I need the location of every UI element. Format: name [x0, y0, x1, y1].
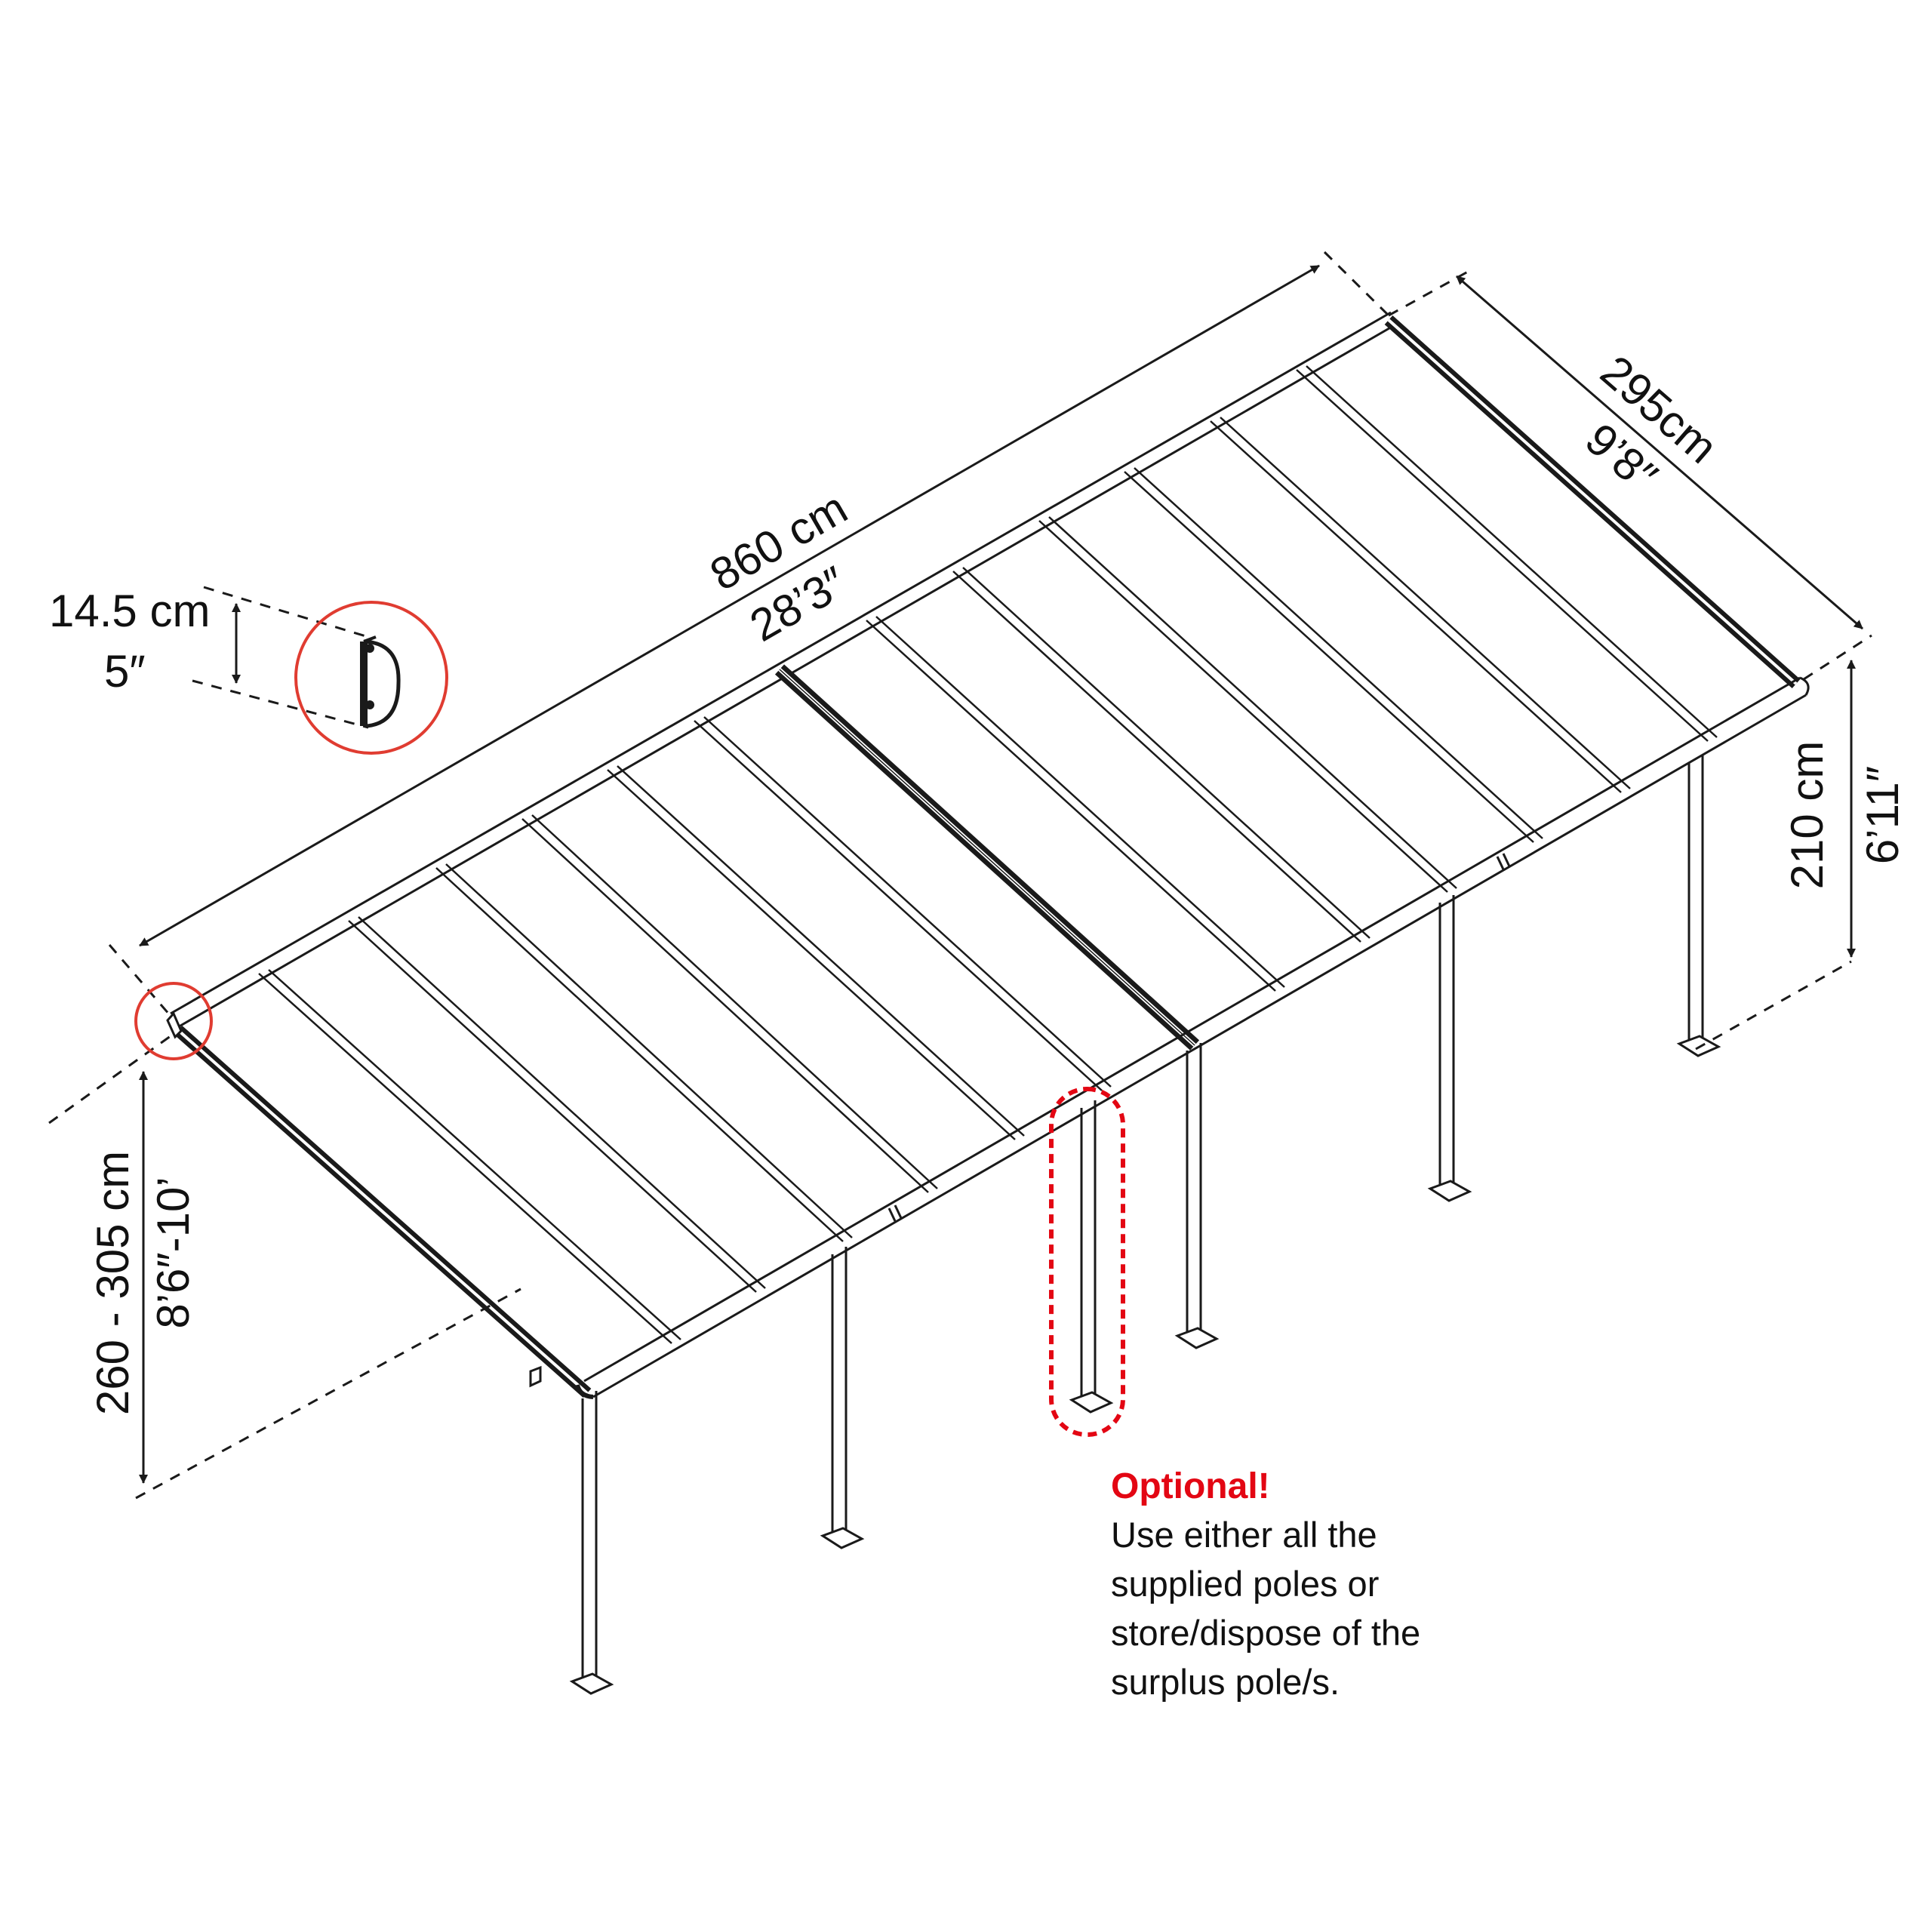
- gutter-highlight-circle: [134, 982, 213, 1060]
- front-height-cm-label: 260 - 305 cm: [88, 1151, 138, 1415]
- optional-note-line: Use either all the: [1111, 1515, 1377, 1555]
- optional-pole-highlight: [1049, 1087, 1125, 1437]
- gutter-height-cm-label: 14.5 cm: [49, 586, 210, 636]
- length-dimension-arrow: [139, 264, 1320, 947]
- rafter: [348, 916, 766, 1293]
- post: [820, 1247, 865, 1549]
- dimension-lines: [139, 264, 1863, 1484]
- gutter-profile-icon: [360, 635, 401, 728]
- front-height-ft-label: 8’6″-10’: [148, 1177, 198, 1328]
- front-beam-end-cap: [1799, 676, 1810, 696]
- roof: [166, 311, 1810, 1399]
- rafter: [258, 969, 681, 1344]
- post-optional: [1069, 1100, 1114, 1414]
- post-back-right: [1676, 755, 1721, 1057]
- post-front-left: [529, 1365, 614, 1695]
- gutter-height-in-label: 5″: [104, 646, 146, 697]
- extension-lines: [48, 251, 1872, 1500]
- optional-note-line: surplus pole/s.: [1111, 1662, 1340, 1702]
- optional-note-line: supplied poles or: [1111, 1564, 1379, 1604]
- width-dimension-arrow: [1456, 275, 1863, 630]
- front-left-corner: [575, 1384, 594, 1399]
- post: [1427, 895, 1472, 1202]
- gutter-detail-circle: [294, 601, 448, 755]
- posts: [529, 755, 1721, 1695]
- highlights: [134, 601, 1125, 1437]
- post: [1174, 1043, 1220, 1349]
- left-gutter: [174, 1026, 592, 1398]
- back-height-cm-label: 210 cm: [1782, 741, 1832, 890]
- optional-note: Optional! Use either all the supplied po…: [1111, 1466, 1420, 1702]
- optional-note-line: store/dispose of the: [1111, 1613, 1420, 1653]
- optional-note-title: Optional!: [1111, 1466, 1270, 1506]
- back-height-ft-label: 6’11″: [1857, 766, 1908, 864]
- left-gutter-end: [166, 1011, 183, 1039]
